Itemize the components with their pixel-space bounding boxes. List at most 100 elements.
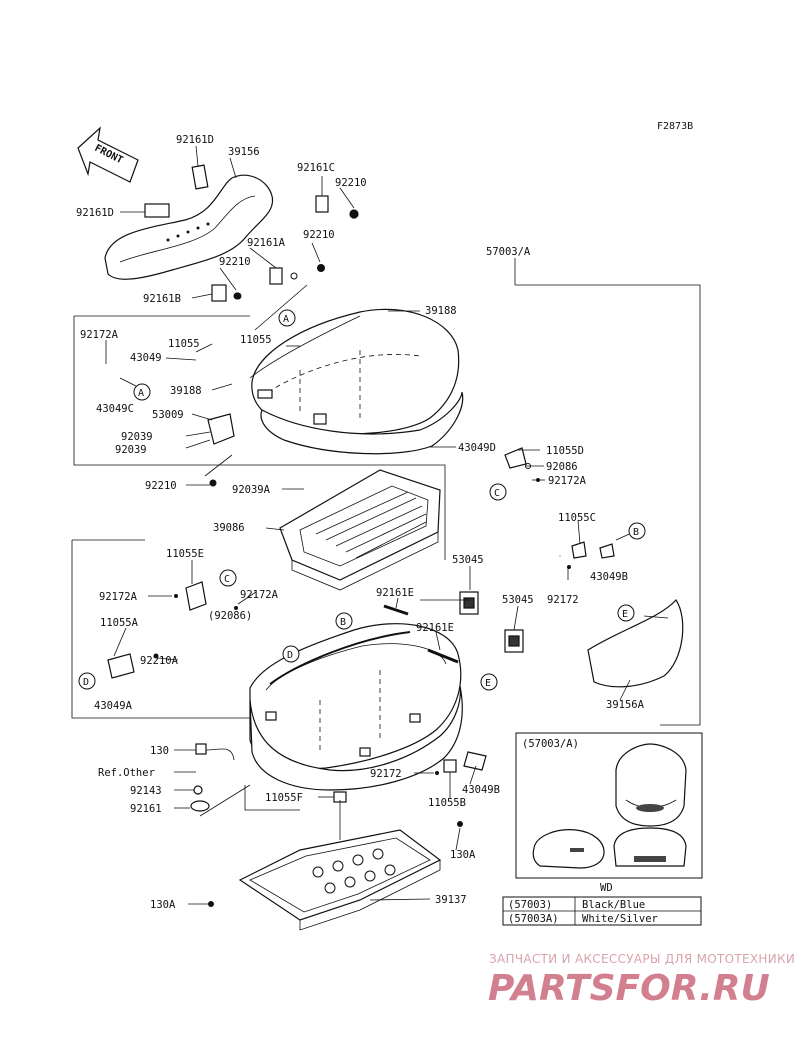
inset-trunk-rear bbox=[613, 827, 687, 867]
label-130A-b: 130A bbox=[150, 899, 176, 911]
pad-92161D-left bbox=[144, 203, 170, 218]
callout-D-2: D bbox=[78, 672, 96, 690]
callout-A-2: A bbox=[133, 383, 151, 401]
label-11055B: 11055B bbox=[428, 797, 466, 809]
label-43049C: 43049C bbox=[96, 403, 134, 415]
label-92161A: 92161A bbox=[247, 237, 286, 249]
callout-E-2: E bbox=[480, 673, 498, 691]
leader-lines bbox=[105, 145, 669, 905]
label-92172A-b: 92172A bbox=[548, 475, 587, 487]
label-39156A: 39156A bbox=[606, 699, 645, 711]
callout-B-1: B bbox=[628, 522, 646, 540]
callout-E-1-label: E bbox=[622, 609, 628, 620]
label-11055C: 11055C bbox=[558, 512, 596, 524]
mounting-rack-39137 bbox=[208, 821, 463, 931]
callout-E-2-label: E bbox=[485, 678, 491, 689]
watermark: ЗАПЧАСТИ И АКСЕССУАРЫ ДЛЯ МОТОТЕХНИКИ PA… bbox=[488, 952, 795, 1009]
callout-A-1-label: A bbox=[283, 314, 289, 325]
label-53045-b: 53045 bbox=[502, 594, 534, 606]
inner-tray-39086 bbox=[279, 469, 441, 591]
label-92172-a: 92172 bbox=[547, 594, 579, 606]
label-92172A-d: 92172A bbox=[240, 589, 279, 601]
callout-E-1: E bbox=[617, 604, 635, 622]
label-92161D-b: 92161D bbox=[76, 207, 114, 219]
callout-B-2-label: B bbox=[340, 617, 346, 628]
label-11055A: 11055A bbox=[100, 617, 139, 629]
label-11055F: 11055F bbox=[265, 792, 303, 804]
strip-92161E-a bbox=[383, 604, 409, 616]
label-92172A-a: 92172A bbox=[80, 329, 119, 341]
label-130: 130 bbox=[150, 745, 169, 757]
label-39086: 39086 bbox=[213, 522, 245, 534]
diagram-code: F2873B bbox=[657, 121, 693, 132]
left-hardware bbox=[107, 541, 615, 679]
label-92161B: 92161B bbox=[143, 293, 181, 305]
label-92210-c: 92210 bbox=[219, 256, 251, 268]
label-11055D: 11055D bbox=[546, 445, 584, 457]
label-39137: 39137 bbox=[435, 894, 467, 906]
label-39188-b: 39188 bbox=[170, 385, 202, 397]
seal-strip bbox=[269, 631, 411, 685]
callout-A-1: A bbox=[278, 309, 296, 327]
label-92161E-b: 92161E bbox=[416, 622, 454, 634]
callout-B-2: B bbox=[335, 612, 353, 630]
label-92161: 92161 bbox=[130, 803, 162, 815]
latches-53045 bbox=[459, 591, 524, 653]
label-92172-b: 92172 bbox=[370, 768, 402, 780]
label-43049B-b: 43049B bbox=[462, 784, 500, 796]
backrest-pad-39156 bbox=[104, 174, 274, 280]
color-table-header: WD bbox=[600, 882, 613, 894]
group-boxes bbox=[71, 258, 701, 811]
inset-trunk-side bbox=[532, 829, 605, 869]
callout-A-2-label: A bbox=[138, 388, 144, 399]
color-row-1-color: Black/Blue bbox=[582, 899, 645, 911]
color-table: WD (57003) Black/Blue (57003A) White/Sil… bbox=[502, 882, 702, 926]
strip-92161E-b bbox=[427, 648, 459, 664]
inset-box: (57003/A) bbox=[515, 732, 703, 879]
callout-D-1: D bbox=[282, 645, 300, 663]
label-92210-b: 92210 bbox=[303, 229, 335, 241]
label-43049B-a: 43049B bbox=[590, 571, 628, 583]
callout-C-2-label: C bbox=[224, 574, 230, 585]
trunk-lid bbox=[249, 308, 464, 455]
label-130A-a: 130A bbox=[450, 849, 476, 861]
label-53009: 53009 bbox=[152, 409, 184, 421]
label-57003A: 57003/A bbox=[486, 246, 531, 258]
label-53045-a: 53045 bbox=[452, 554, 484, 566]
label-92086-paren: (92086) bbox=[208, 610, 252, 622]
inset-title: (57003/A) bbox=[522, 738, 579, 750]
label-ref-other: Ref.Other bbox=[98, 767, 155, 779]
color-row-1-code: (57003) bbox=[508, 899, 552, 911]
callout-D-2-label: D bbox=[83, 677, 89, 688]
side-cover-39156A bbox=[587, 599, 684, 688]
trunk-body bbox=[249, 623, 463, 791]
front-arrow-icon: FRONT bbox=[77, 126, 139, 183]
label-92161C: 92161C bbox=[297, 162, 335, 174]
label-92161E-a: 92161E bbox=[376, 587, 414, 599]
label-92143: 92143 bbox=[130, 785, 162, 797]
callout-C-1: C bbox=[489, 483, 507, 501]
callout-B-1-label: B bbox=[633, 527, 639, 538]
color-row-2-color: White/Silver bbox=[582, 913, 658, 925]
label-11055-b: 11055 bbox=[240, 334, 272, 346]
label-92039-b: 92039 bbox=[115, 444, 147, 456]
label-92086: 92086 bbox=[546, 461, 578, 473]
callout-C-1-label: C bbox=[494, 488, 500, 499]
label-92210-d: 92210 bbox=[145, 480, 177, 492]
callout-C-2: C bbox=[219, 569, 237, 587]
label-92172A-c: 92172A bbox=[99, 591, 138, 603]
label-92210-a: 92210 bbox=[335, 177, 367, 189]
label-92039A: 92039A bbox=[232, 484, 271, 496]
label-43049: 43049 bbox=[130, 352, 162, 364]
label-11055E: 11055E bbox=[166, 548, 204, 560]
watermark-caption: ЗАПЧАСТИ И АКСЕССУАРЫ ДЛЯ МОТОТЕХНИКИ bbox=[489, 952, 795, 966]
pad-92161D-upper bbox=[191, 164, 209, 190]
label-11055-a: 11055 bbox=[168, 338, 200, 350]
label-39188-a: 39188 bbox=[425, 305, 457, 317]
label-43049A: 43049A bbox=[94, 700, 133, 712]
label-39156: 39156 bbox=[228, 146, 260, 158]
inset-trunk-front bbox=[615, 743, 687, 827]
part-labels: 92161D 39156 92161C 92210 92161D 92161A … bbox=[76, 134, 645, 911]
label-92210A: 92210A bbox=[140, 655, 179, 667]
